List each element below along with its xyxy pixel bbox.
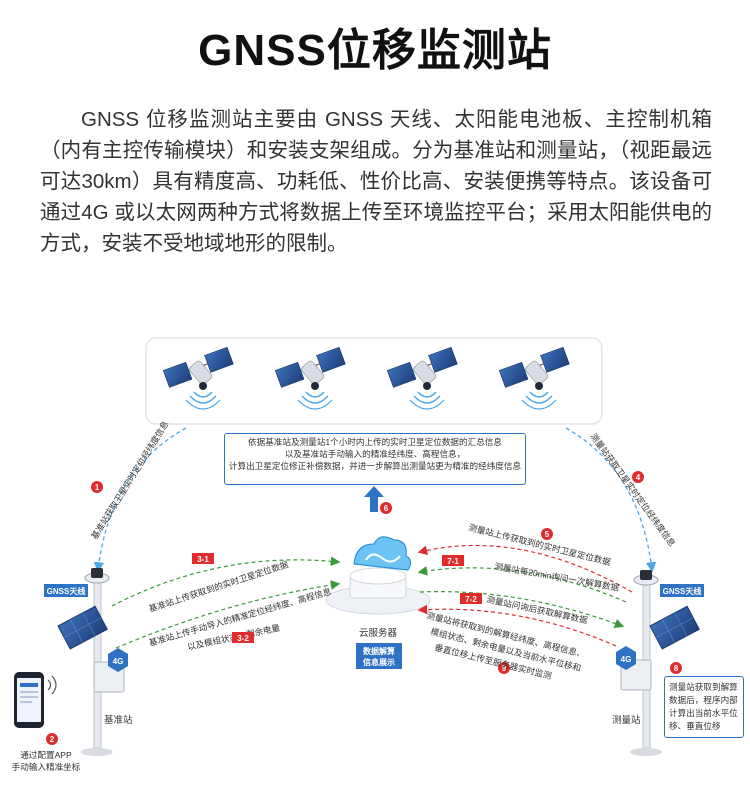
4g-badge-left: 4G <box>108 648 128 672</box>
arrow-3-2 <box>115 580 341 649</box>
svg-text:4: 4 <box>636 473 641 482</box>
svg-text:8: 8 <box>674 664 679 673</box>
info-line-1: 依据基准站及测量站1个小时内上传的实时卫星定位数据的汇总信息 <box>248 437 502 447</box>
measure-station-label: 测量站 <box>612 714 641 726</box>
step-2-text-2: 手动输入精准坐标 <box>12 761 81 772</box>
svg-text:GNSS天线: GNSS天线 <box>663 586 702 596</box>
step-9-badge: 9 <box>498 662 510 674</box>
svg-text:5: 5 <box>545 530 550 539</box>
svg-text:3-2: 3-2 <box>237 634 249 643</box>
step-3-2-badge: 3-2 <box>232 632 254 643</box>
step-8-badge: 8 <box>670 662 682 674</box>
step-2-badge: 2 <box>46 733 58 745</box>
intro-paragraph: GNSS 位移监测站主要由 GNSS 天线、太阳能电池板、主控制机箱（内有主控传… <box>40 108 712 255</box>
upload-arrow-icon <box>364 486 384 512</box>
arrow-9 <box>417 604 617 647</box>
arrow-3-1 <box>111 556 341 607</box>
svg-text:GNSS天线: GNSS天线 <box>47 586 86 596</box>
phone-icon <box>14 672 57 728</box>
step-6-badge: 6 <box>380 502 392 514</box>
step-1-badge: 1 <box>91 481 103 493</box>
system-diagram: 基准站获取卫星实时定位经纬度信息 测量站获取卫星实时定位经纬度信息 1 4 6 … <box>12 337 704 772</box>
base-station-label: 基准站 <box>104 714 133 726</box>
info-box: 依据基准站及测量站1个小时内上传的实时卫星定位数据的汇总信息 以及基准站手动输入… <box>224 433 526 485</box>
cloud-sub-badge: 数据解算 信息展示 <box>356 643 402 669</box>
step-2-text-1: 通过配置APP <box>20 749 72 760</box>
step-1-text: 基准站获取卫星实时定位经纬度信息 <box>88 418 170 541</box>
4g-badge-right: 4G <box>616 646 636 670</box>
svg-text:3-1: 3-1 <box>197 555 209 564</box>
step-7-2-text: 测量站问询后获取解算数据 <box>486 593 590 625</box>
svg-text:4G: 4G <box>113 657 124 666</box>
svg-text:2: 2 <box>50 735 55 744</box>
step-8-note: 测量站获取到解算数据后，程序内部计算出当前水平位移、垂直位移 <box>664 676 744 738</box>
svg-text:6: 6 <box>384 504 389 513</box>
step-4-badge: 4 <box>632 471 644 483</box>
arc-step-4 <box>565 427 657 573</box>
satellite-band <box>145 337 603 425</box>
svg-text:数据解算: 数据解算 <box>363 646 395 656</box>
cloud-label: 云服务器 <box>359 627 398 639</box>
step-5-badge: 5 <box>541 528 553 540</box>
svg-text:7-1: 7-1 <box>447 557 459 566</box>
gnss-antenna-badge-left: GNSS天线 <box>44 584 88 597</box>
svg-text:9: 9 <box>502 664 507 673</box>
info-line-3: 计算出卫星定位修正补偿数据，并进一步解算出测量站更为精准的经纬度信息 <box>228 460 522 471</box>
step-3-1-badge: 3-1 <box>192 553 214 564</box>
arc-step-1 <box>93 427 187 573</box>
svg-text:1: 1 <box>95 483 100 492</box>
page-title: GNSS位移监测站 <box>198 26 552 75</box>
gnss-antenna-badge-right: GNSS天线 <box>660 584 704 597</box>
svg-text:信息展示: 信息展示 <box>363 657 395 667</box>
step-7-2-badge: 7-2 <box>460 593 482 604</box>
step-5-text: 测量站上传获取到的实时卫星定位数据 <box>468 521 613 567</box>
svg-text:4G: 4G <box>621 655 632 664</box>
arrow-5 <box>417 544 633 593</box>
info-line-2: 以及基准站手动输入的精准经纬度、高程信息， <box>284 448 466 459</box>
cloud-server-icon <box>325 536 431 615</box>
step-4-text: 测量站获取卫星实时定位经纬度信息 <box>588 431 678 549</box>
arrow-7-2 <box>419 591 625 628</box>
svg-text:7-2: 7-2 <box>465 595 477 604</box>
step-7-1-badge: 7-1 <box>442 555 464 566</box>
